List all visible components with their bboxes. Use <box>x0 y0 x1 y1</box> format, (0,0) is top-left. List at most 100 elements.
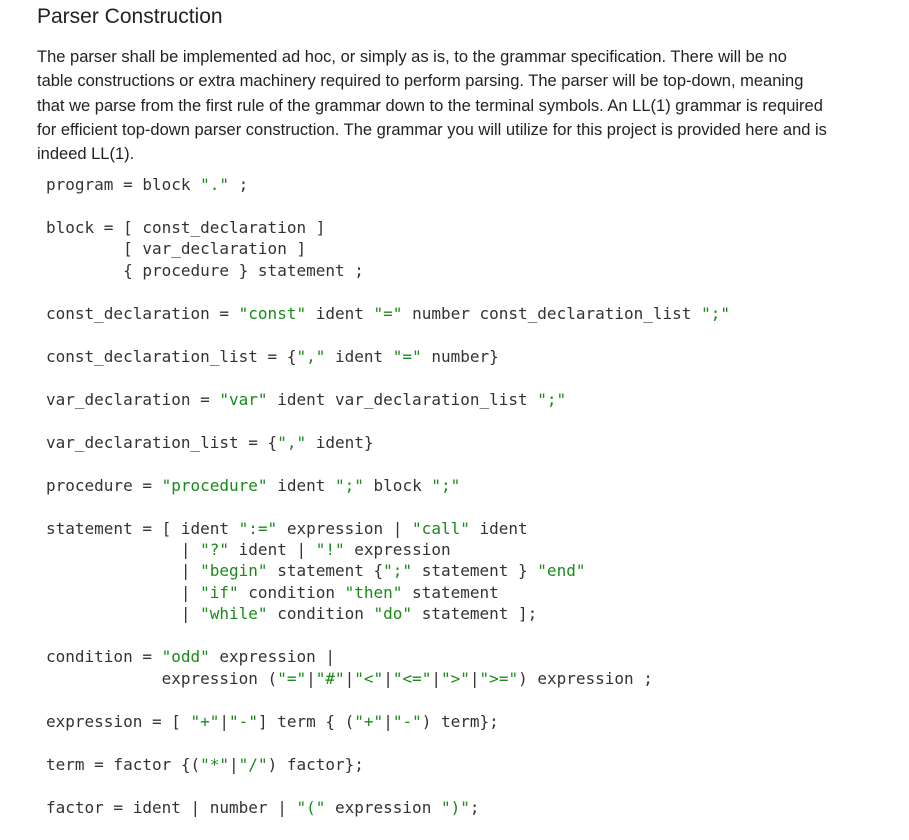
grammar-text: ) expression ; <box>518 668 653 688</box>
grammar-line: expression ("="|"#"|"<"|"<="|">"|">=") e… <box>46 668 730 689</box>
grammar-text: { procedure } statement ; <box>46 260 364 280</box>
grammar-text: ) term}; <box>421 711 499 731</box>
grammar-line: factor = ident | number | "(" expression… <box>46 797 730 818</box>
grammar-line: var_declaration = "var" ident var_declar… <box>46 389 730 410</box>
grammar-text: procedure = <box>46 475 162 495</box>
string-literal: "*" <box>200 754 230 774</box>
string-literal: "-" <box>392 711 422 731</box>
grammar-rule-var-declaration-list: var_declaration_list = {"," ident} <box>46 432 730 453</box>
string-literal: "=" <box>392 346 422 366</box>
grammar-text: [ var_declaration ] <box>46 239 307 259</box>
string-literal: ")" <box>440 797 470 817</box>
grammar-text: ident <box>267 475 335 495</box>
string-literal: "begin" <box>200 561 268 581</box>
string-literal: "<=" <box>392 668 432 688</box>
string-literal: "." <box>200 175 230 194</box>
grammar-rule-block: block = [ const_declaration ] [ var_decl… <box>46 217 730 281</box>
grammar-text: | <box>46 561 201 581</box>
string-literal: "procedure" <box>161 475 268 495</box>
grammar-line: const_declaration = "const" ident "=" nu… <box>46 303 730 324</box>
grammar-rule-factor: factor = ident | number | "(" expression… <box>46 797 730 818</box>
grammar-text: expression ( <box>46 668 278 688</box>
string-literal: "end" <box>537 561 586 581</box>
grammar-text: ; <box>469 797 480 817</box>
grammar-text: block = [ const_declaration ] <box>46 217 326 237</box>
grammar-text: condition = <box>46 647 162 667</box>
string-literal: ":=" <box>238 518 278 538</box>
grammar-rule-procedure: procedure = "procedure" ident ";" block … <box>46 475 730 496</box>
string-literal: ";" <box>335 475 364 495</box>
grammar-text: expression <box>344 540 451 560</box>
grammar-line: { procedure } statement ; <box>46 260 730 281</box>
grammar-text: var_declaration_list = { <box>46 432 278 452</box>
grammar-line: [ var_declaration ] <box>46 238 730 259</box>
string-literal: ">" <box>441 668 470 688</box>
grammar-text: | <box>46 604 201 624</box>
grammar-line: | "begin" statement {";" statement } "en… <box>46 560 730 581</box>
grammar-text: ] term { ( <box>257 711 355 731</box>
string-literal: "/" <box>238 754 268 774</box>
grammar-rule-expression: expression = [ "+"|"-"] term { ("+"|"-")… <box>46 711 730 732</box>
grammar-text: block <box>363 475 432 495</box>
string-literal: "+" <box>190 711 220 731</box>
grammar-text: | <box>431 668 441 688</box>
grammar-text: | <box>469 668 480 688</box>
string-literal: ";" <box>431 475 461 495</box>
grammar-line: statement = [ ident ":=" expression | "c… <box>46 518 730 539</box>
grammar-text: term = factor {( <box>46 754 201 774</box>
grammar-line: var_declaration_list = {"," ident} <box>46 432 730 453</box>
string-literal: "=" <box>373 303 403 323</box>
grammar-text: ) factor}; <box>267 754 364 774</box>
grammar-text: statement = [ ident <box>46 518 239 538</box>
grammar-text: | <box>46 582 201 602</box>
grammar-text: const_declaration = <box>46 303 239 323</box>
grammar-line: program = block "." ; <box>46 174 730 195</box>
string-literal: "," <box>277 432 307 452</box>
grammar-text: | <box>383 668 393 688</box>
string-literal: "?" <box>200 540 230 560</box>
string-literal: "!" <box>315 540 345 560</box>
string-literal: "(" <box>296 797 326 817</box>
grammar-line: | "if" condition "then" statement <box>46 582 730 603</box>
grammar-text: expression | <box>277 518 413 538</box>
string-literal: "#" <box>315 668 345 688</box>
grammar-text: program = block <box>46 175 201 194</box>
string-literal: "then" <box>344 582 403 602</box>
grammar-rule-term: term = factor {("*"|"/") factor}; <box>46 754 730 775</box>
grammar-line: expression = [ "+"|"-"] term { ("+"|"-")… <box>46 711 730 732</box>
grammar-text: | <box>229 754 239 774</box>
grammar-line: condition = "odd" expression | <box>46 646 730 667</box>
grammar-text: const_declaration_list = { <box>46 346 297 366</box>
intro-paragraph: The parser shall be implemented ad hoc, … <box>37 48 827 164</box>
grammar-text: | <box>46 540 201 560</box>
string-literal: "-" <box>229 711 258 731</box>
grammar-text: ; <box>229 175 249 194</box>
grammar-text: ident <box>325 346 393 366</box>
grammar-text: statement { <box>267 561 384 581</box>
grammar-line: const_declaration_list = {"," ident "=" … <box>46 346 730 367</box>
grammar-text: expression = [ <box>46 711 191 731</box>
grammar-text: | <box>344 668 355 688</box>
grammar-rule-var-declaration: var_declaration = "var" ident var_declar… <box>46 389 730 410</box>
grammar-rule-const-declaration: const_declaration = "const" ident "=" nu… <box>46 303 730 324</box>
section-heading: Parser Construction <box>37 5 223 28</box>
string-literal: "var" <box>219 389 268 409</box>
grammar-text: statement } <box>412 561 538 581</box>
grammar-code-block: program = block "." ; block = [ const_dec… <box>46 174 730 840</box>
grammar-text: statement ]; <box>412 604 538 624</box>
string-literal: "call" <box>412 518 470 538</box>
grammar-text: condition <box>267 604 374 624</box>
string-literal: "<" <box>354 668 384 688</box>
grammar-text: | <box>383 711 393 731</box>
string-literal: "," <box>296 346 326 366</box>
grammar-text: expression <box>325 797 441 817</box>
string-literal: "odd" <box>161 647 210 667</box>
grammar-text: ident var_declaration_list <box>267 389 538 409</box>
grammar-rule-statement: statement = [ ident ":=" expression | "c… <box>46 518 730 625</box>
grammar-text: condition <box>238 582 345 602</box>
grammar-text: statement <box>402 582 499 602</box>
grammar-line: | "while" condition "do" statement ]; <box>46 603 730 624</box>
grammar-rule-program: program = block "." ; <box>46 174 730 195</box>
string-literal: ";" <box>383 561 413 581</box>
string-literal: "=" <box>277 668 307 688</box>
